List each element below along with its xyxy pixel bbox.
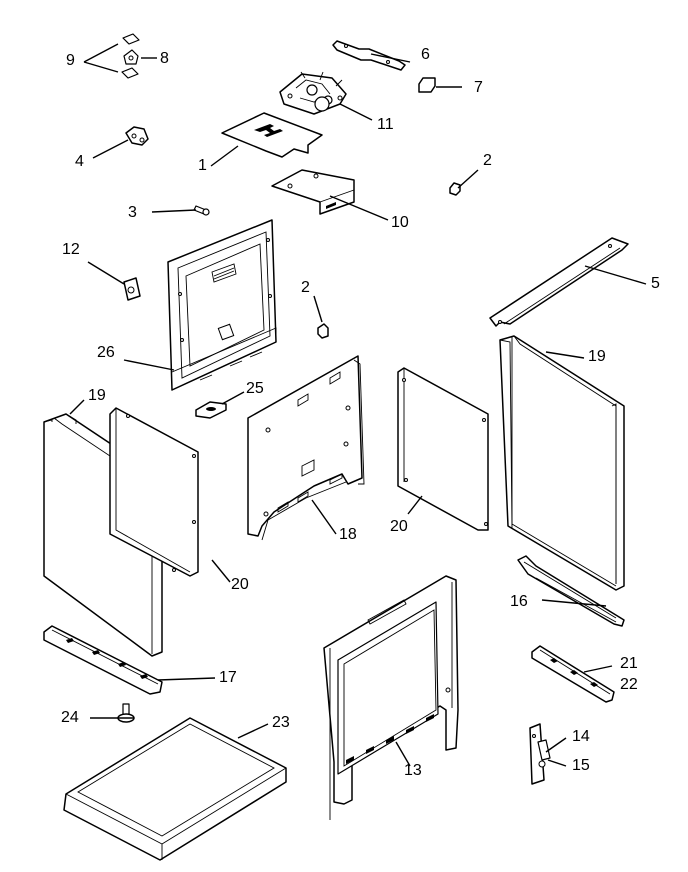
callout-8: 8 [160, 50, 169, 67]
callout-17: 17 [219, 669, 237, 686]
part-6-bar [332, 40, 406, 71]
part-26-inner-panel [167, 219, 277, 391]
callout-4: 4 [75, 153, 84, 170]
callout-2-middle: 2 [301, 279, 310, 296]
part-2-knob-middle [317, 323, 329, 339]
part-2-knob-upper [449, 182, 461, 196]
part-14-15-latch [529, 723, 551, 785]
part-24-leveler-foot [117, 703, 135, 723]
part-5-rail [489, 237, 629, 327]
callout-10: 10 [391, 214, 409, 231]
part-17-base-trim [43, 625, 163, 695]
callout-23: 23 [272, 714, 290, 731]
part-21-22-strip [531, 645, 615, 703]
part-10-bracket [271, 169, 355, 215]
callout-18: 18 [339, 526, 357, 543]
callout-7: 7 [474, 79, 483, 96]
callout-24: 24 [61, 709, 79, 726]
callout-1: 1 [198, 157, 207, 174]
callout-22: 22 [620, 676, 638, 693]
part-13-front-frame [323, 575, 459, 820]
callout-11: 11 [377, 116, 394, 133]
callout-13: 13 [404, 762, 422, 779]
part-7-block [418, 77, 436, 93]
callout-5: 5 [651, 275, 660, 292]
callout-9: 9 [66, 52, 75, 69]
part-3-screw [193, 205, 210, 216]
part-11-mechanism [279, 71, 347, 115]
callout-15: 15 [572, 757, 590, 774]
callout-12: 12 [62, 241, 80, 258]
callout-19-left: 19 [88, 387, 106, 404]
callout-20-left: 20 [231, 576, 249, 593]
callout-6: 6 [421, 46, 430, 63]
callout-14: 14 [572, 728, 590, 745]
part-4-bracket [125, 126, 149, 146]
callout-25: 25 [246, 380, 264, 397]
part-9-clips [121, 33, 140, 79]
callout-20-right: 20 [390, 518, 408, 535]
part-12-tag [123, 277, 141, 301]
part-18-back-panel [247, 355, 365, 541]
part-1-plate [221, 112, 323, 158]
leader-lines [69, 43, 647, 767]
part-16-trim [517, 555, 625, 627]
callout-19-right: 19 [588, 348, 606, 365]
part-23-drawer-tray [63, 717, 287, 861]
callout-16: 16 [510, 593, 528, 610]
callout-2-upper: 2 [483, 152, 492, 169]
part-8-clip [123, 49, 139, 65]
callout-3: 3 [128, 204, 137, 221]
part-20-right-liner [397, 367, 489, 531]
part-20-left-liner [109, 407, 199, 577]
part-25-bracket [195, 401, 227, 419]
callout-21: 21 [620, 655, 638, 672]
callout-26: 26 [97, 344, 115, 361]
part-19-right-side-panel [499, 335, 625, 591]
